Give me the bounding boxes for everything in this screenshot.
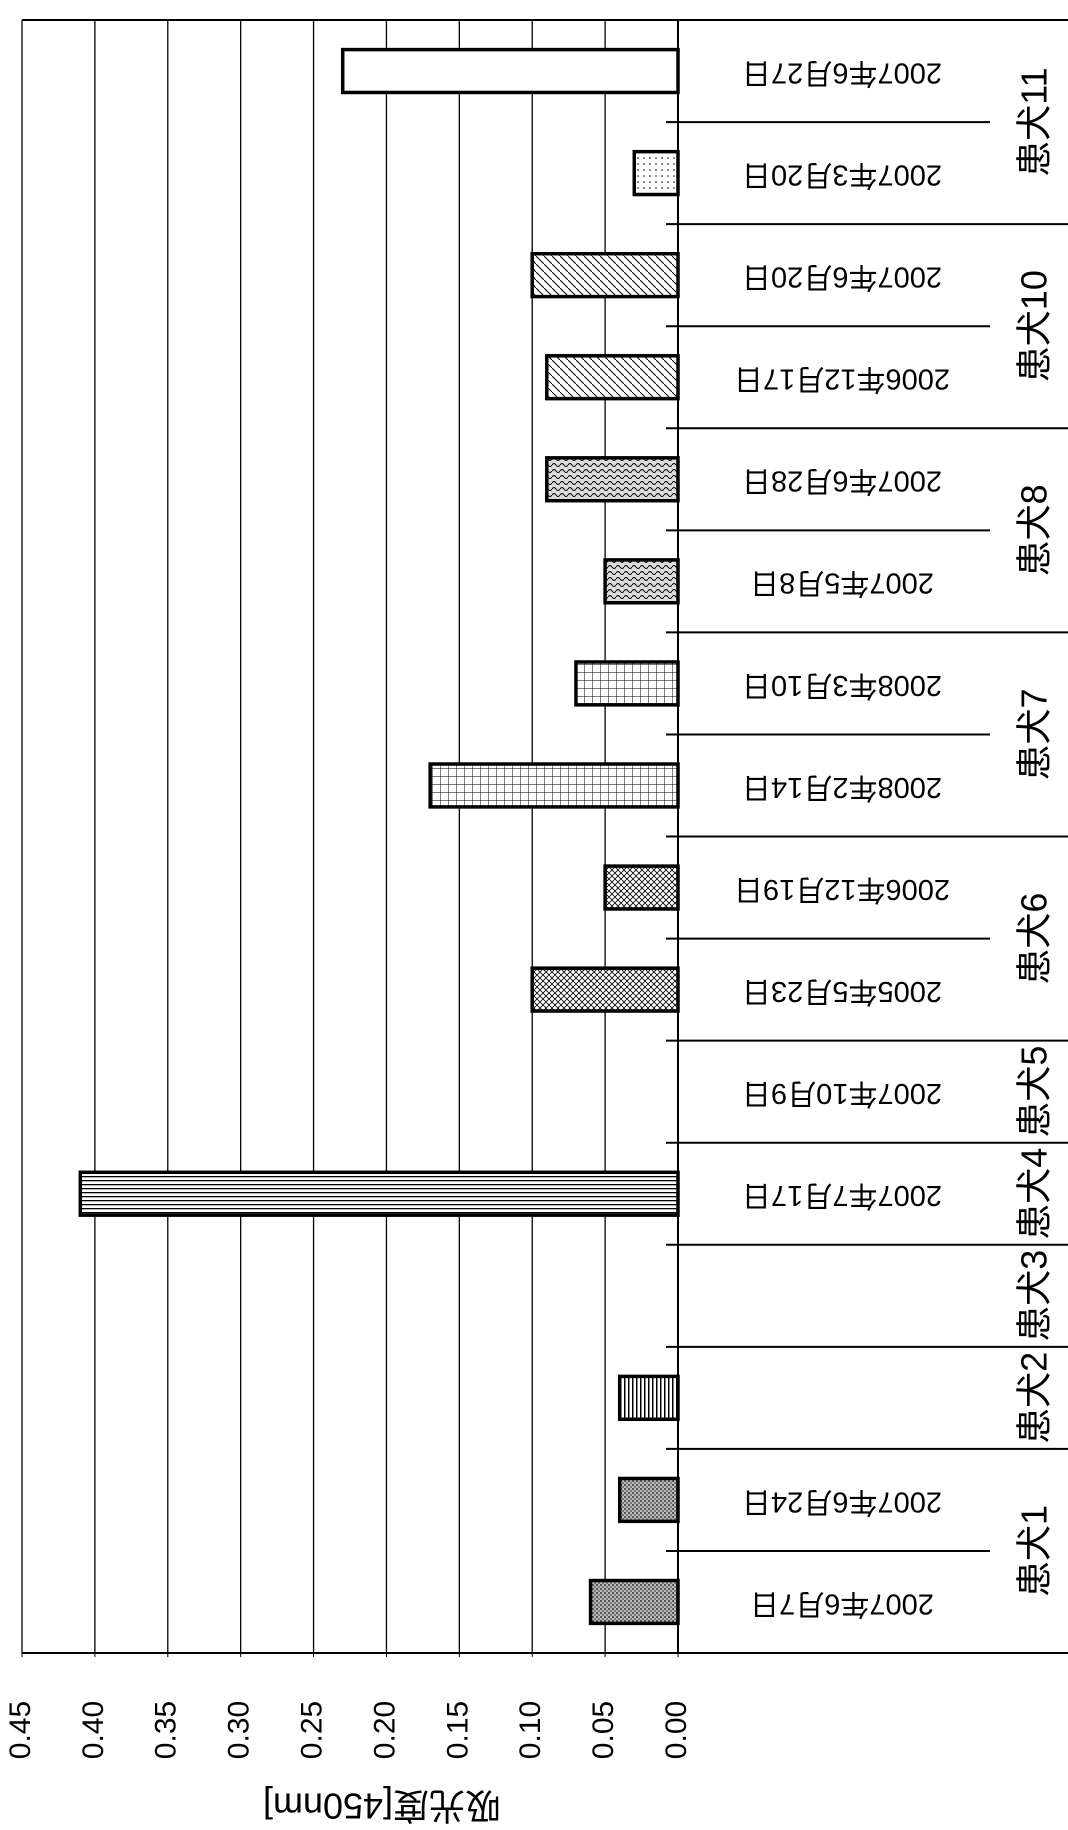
bar (634, 152, 678, 195)
value-axis-ticks: 0.00 0.05 0.10 0.15 0.20 0.25 0.30 0.35 0.40 0.45 (4, 1653, 693, 1759)
date-label: 2006年12月17日 (734, 363, 950, 396)
bar (591, 1581, 678, 1624)
date-label: 2008年2月14日 (742, 771, 942, 804)
date-label: 2006年12月19日 (734, 873, 950, 906)
group-label: 患犬1 (1014, 1505, 1055, 1597)
bar (605, 560, 678, 603)
bar (547, 458, 678, 501)
tick-label: 0.30 (223, 1701, 256, 1759)
date-label: 2007年5月8日 (750, 567, 934, 600)
tick-label: 0.45 (4, 1701, 37, 1759)
group-label: 患犬7 (1014, 688, 1055, 780)
date-label: 2007年6月27日 (742, 56, 942, 89)
date-label: 2007年6月20日 (742, 261, 942, 294)
date-label: 2007年6月28日 (742, 465, 942, 498)
tick-label: 0.05 (587, 1701, 620, 1759)
bar (532, 254, 678, 297)
bar (547, 356, 678, 399)
date-label: 2007年10月9日 (742, 1077, 942, 1110)
bar (343, 50, 678, 93)
tick-label: 0.40 (77, 1701, 110, 1759)
date-label: 2008年3月10日 (742, 669, 942, 702)
group-label: 患犬3 (1014, 1250, 1055, 1342)
bar (605, 866, 678, 909)
tick-label: 0.00 (660, 1701, 693, 1759)
bar (80, 1172, 678, 1215)
tick-label: 0.20 (368, 1701, 401, 1759)
tick-label: 0.25 (295, 1701, 328, 1759)
date-label: 2007年7月17日 (742, 1179, 942, 1212)
date-label: 2005年5月23日 (742, 975, 942, 1008)
bar (620, 1478, 678, 1521)
group-label: 患犬6 (1014, 893, 1055, 985)
tick-label: 0.35 (150, 1701, 183, 1759)
category-labels: 2007年6月7日 2007年6月24日 2007年7月17日 2007年10月9日 2… (734, 56, 1055, 1620)
date-label: 2007年3月20日 (742, 158, 942, 191)
bars (80, 50, 678, 1624)
group-label: 患犬10 (1014, 270, 1055, 382)
group-label: 患犬2 (1014, 1352, 1055, 1444)
date-label: 2007年6月24日 (742, 1485, 942, 1518)
category-separators (666, 122, 1068, 1551)
group-label: 患犬8 (1014, 484, 1055, 576)
group-label: 患犬11 (1014, 67, 1055, 176)
date-label: 2007年6月7日 (750, 1587, 934, 1620)
group-label: 患犬4 (1014, 1148, 1055, 1240)
bar (430, 764, 678, 807)
tick-label: 0.15 (441, 1701, 474, 1759)
bar (576, 662, 678, 705)
bar (620, 1376, 678, 1419)
tick-label: 0.10 (514, 1701, 547, 1759)
value-axis-title: 吸光度[450nm] (263, 1785, 501, 1826)
bar (532, 968, 678, 1011)
group-label: 患犬5 (1014, 1046, 1055, 1138)
